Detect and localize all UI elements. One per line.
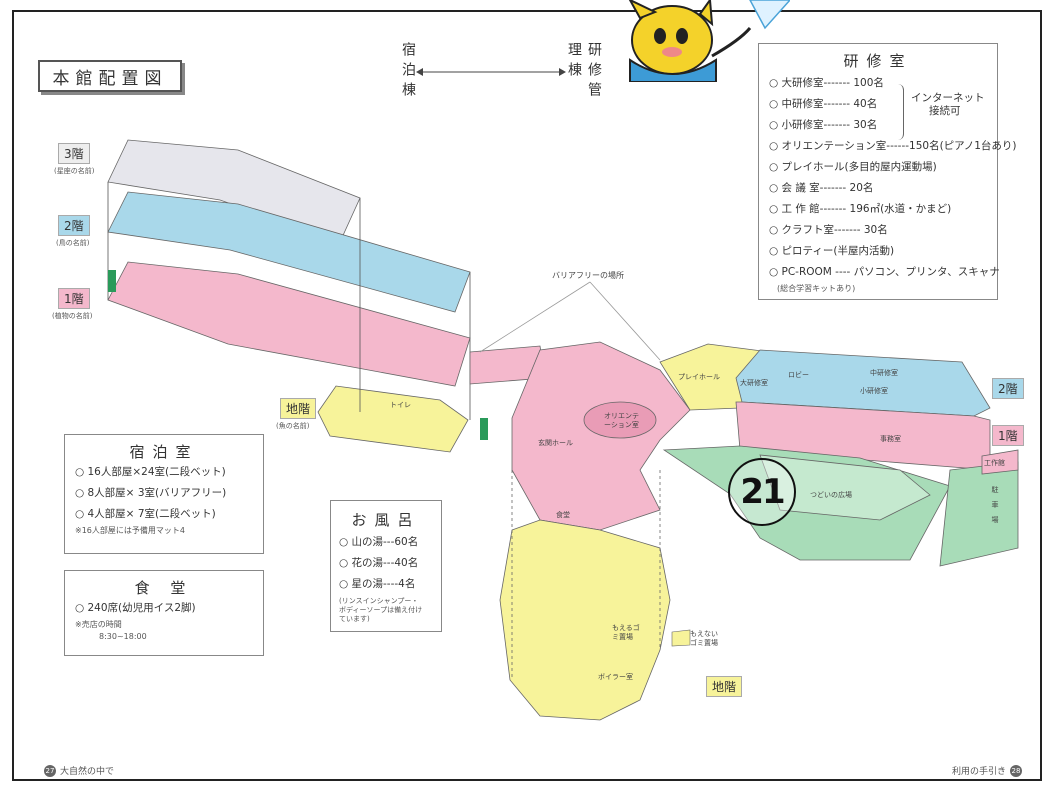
map-label-boiler: ボイラー室 xyxy=(598,673,633,681)
legend-item: ○ 大研修室------- 100名 xyxy=(769,77,884,89)
page-number-right: 28 xyxy=(1010,764,1023,777)
barrier-free-label: バリアフリーの場所 xyxy=(552,271,624,280)
floor-sub-bf: (魚の名前) xyxy=(276,422,310,430)
footer-left: 27 大自然の中で xyxy=(44,764,114,777)
legend-item: ○ 中研修室------- 40名 xyxy=(769,98,878,110)
pc-note: (総合学習キットあり) xyxy=(777,284,856,293)
lodging-bf-area xyxy=(317,385,469,453)
floor-sub-1f: (植物の名前) xyxy=(52,312,93,320)
footer-right-text: 利用の手引き xyxy=(952,767,1007,777)
dining-legend: 食 堂 ○ 240席(幼児用イス2脚) ※売店の時間 8:30~18:00 xyxy=(64,570,264,656)
internet-label-2: 接続可 xyxy=(929,105,961,117)
dining-note: ※売店の時間 xyxy=(75,620,122,629)
legend-item: ○ クラフト室------- 30名 xyxy=(769,224,888,236)
floor-tag-bf: 地階 xyxy=(280,398,317,419)
legend-item: ○ PC-ROOM ---- パソコン、プリンタ、スキャナ xyxy=(769,266,1000,278)
parking-area xyxy=(939,461,1019,567)
map-label-parking: 駐車場 xyxy=(991,486,999,531)
lodging-heading: 宿泊室 xyxy=(129,443,199,461)
bath-heading: お風呂 xyxy=(351,511,421,529)
legend-item: ○ オリエンテーション室------150名(ピアノ1台あり) xyxy=(769,140,1017,152)
page-title: 本館配置図 xyxy=(38,60,182,92)
footer-right: 利用の手引き 28 xyxy=(952,764,1023,777)
dining-hours: 8:30~18:00 xyxy=(99,632,147,641)
legend-item: ○ 8人部屋× 3室(バリアフリー) xyxy=(75,487,227,499)
legend-item: ○ ピロティー(半屋内活動) xyxy=(769,245,895,257)
legend-item: ○ 工 作 館------- 196㎡(水道・かまど) xyxy=(769,203,952,215)
map-label-moeru: もえるゴミ置場 xyxy=(612,624,640,641)
map-label-lobby: ロビー xyxy=(788,371,809,379)
bath-legend: お風呂 ○ 山の湯---60名 ○ 花の湯---40名 ○ 星の湯----4名 … xyxy=(330,500,442,632)
page-frame xyxy=(12,10,1042,781)
footer-left-text: 大自然の中で xyxy=(60,767,115,777)
floor-tag-lower-bf: 地階 xyxy=(706,676,743,697)
legend-item: ○ プレイホール(多目的屋内運動場) xyxy=(769,161,937,173)
legend-item: ○ 小研修室------- 30名 xyxy=(769,119,878,131)
floor-sub-2f: (鳥の名前) xyxy=(56,239,90,247)
floor-tag-2f: 2階 xyxy=(58,215,90,236)
training-rooms-heading: 研修室 xyxy=(843,52,913,70)
central-hall-area xyxy=(511,341,691,531)
map-label-toilet: トイレ xyxy=(390,401,411,409)
legend-item: ○ 星の湯----4名 xyxy=(339,578,416,590)
map-label-moenai: もえないゴミ置場 xyxy=(690,630,718,647)
floor-tag-3f: 3階 xyxy=(58,143,90,164)
lodging-note: ※16人部屋には予備用マット4 xyxy=(75,526,185,535)
mascot-image xyxy=(600,0,790,82)
page-number-left: 27 xyxy=(44,764,56,777)
wing-label-training: 研修管理棟 xyxy=(566,42,602,102)
map-label-big-room: 大研修室 xyxy=(740,379,768,387)
bath-note: (リンスインシャンプー・ボディーソープは備え付けています) xyxy=(339,597,423,623)
training-rooms-legend: 研修室 ○ 大研修室------- 100名 ○ 中研修室------- 40名… xyxy=(758,43,1017,300)
map-label-playhall: プレイホール xyxy=(678,373,720,381)
map-label-office: 事務室 xyxy=(880,435,901,443)
map-label-dining: 食堂 xyxy=(556,511,570,519)
map-label-orientation: オリエンテーション室 xyxy=(604,412,639,429)
legend-item: ○ 240席(幼児用イス2脚) xyxy=(75,602,196,614)
map-label-entrance-hall: 玄関ホール xyxy=(538,439,573,447)
legend-item: ○ 花の湯---40名 xyxy=(339,557,419,569)
map-label-plaza: つどいの広場 xyxy=(810,491,852,499)
map-label-workshop: 工作館 xyxy=(984,459,1005,467)
legend-item: ○ 山の湯---60名 xyxy=(339,536,419,548)
map-label-small-room: 小研修室 xyxy=(860,387,888,395)
number-badge: 21 xyxy=(728,458,796,526)
legend-item: ○ 4人部屋× 7室(二段ベット) xyxy=(75,508,216,520)
map-label-mid-room: 中研修室 xyxy=(870,369,898,377)
floor-sub-3f: (星座の名前) xyxy=(54,167,95,175)
floor-tag-right-1f: 1階 xyxy=(992,425,1024,446)
basement-area xyxy=(499,519,671,721)
floor-tag-1f: 1階 xyxy=(58,288,90,309)
wing-label-lodging: 宿泊棟 xyxy=(400,42,416,102)
dining-heading: 食 堂 xyxy=(134,579,194,597)
legend-item: ○ 会 議 室------- 20名 xyxy=(769,182,874,194)
wing-arrow xyxy=(416,68,566,76)
lodging-legend: 宿泊室 ○ 16人部屋×24室(二段ベット) ○ 8人部屋× 3室(バリアフリー… xyxy=(64,434,264,554)
floor-tag-right-2f: 2階 xyxy=(992,378,1024,399)
internet-label: インターネット xyxy=(911,92,985,104)
legend-item: ○ 16人部屋×24室(二段ベット) xyxy=(75,466,226,478)
